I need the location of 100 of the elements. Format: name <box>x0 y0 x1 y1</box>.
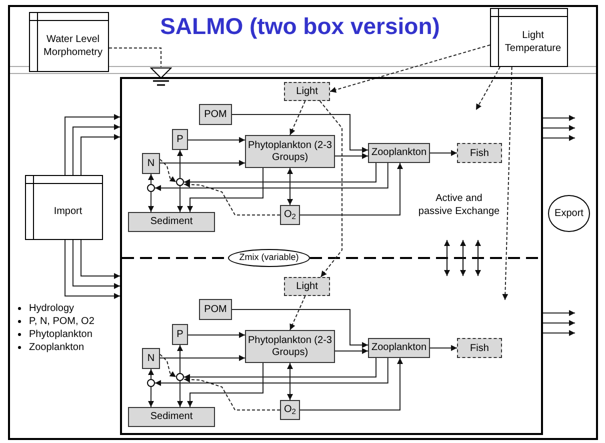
arrow <box>300 162 403 216</box>
arrow <box>154 162 388 191</box>
external-factor-box <box>284 82 330 101</box>
node-label: Zooplankton <box>371 342 427 354</box>
node-label: Zmix (variable) <box>239 251 299 264</box>
arrow <box>542 320 576 326</box>
arrow <box>148 174 154 184</box>
node-label: Light <box>296 85 318 99</box>
node-label: O$_{2}$ <box>284 404 296 416</box>
node-label: Light Temperature <box>504 28 562 54</box>
state-variable-box <box>172 324 188 345</box>
arrow <box>232 114 368 153</box>
arrow <box>177 344 183 374</box>
node-label: POM <box>204 108 227 120</box>
state-variable-box <box>368 338 430 358</box>
bullet-item: Zooplankton <box>29 341 84 354</box>
state-variable-box <box>172 129 188 150</box>
arrow <box>148 192 154 212</box>
arrow <box>148 386 154 408</box>
dashed-arrow <box>330 44 490 93</box>
external-factor-box <box>457 143 502 163</box>
node-label: POM <box>204 304 227 316</box>
arrow <box>300 358 403 410</box>
diagram-title: SALMO (two box version) <box>159 12 441 40</box>
node-label: O$_{2}$ <box>284 209 296 221</box>
module-box <box>29 12 109 72</box>
state-variable-box <box>128 212 215 232</box>
bullet-item: Hydrology <box>29 302 74 315</box>
node-label: Sediment <box>150 216 193 228</box>
node-label: Export <box>554 207 584 221</box>
arrow <box>187 168 264 212</box>
dashed-arrow <box>502 66 512 300</box>
arrow <box>177 186 184 212</box>
arrow <box>542 310 576 316</box>
state-variable-box <box>245 135 335 168</box>
state-variable-box <box>199 299 232 320</box>
external-factor-box <box>457 338 502 358</box>
arrow <box>188 136 246 143</box>
arrow <box>80 240 120 279</box>
arrow <box>184 162 376 185</box>
state-variable-box <box>280 205 300 225</box>
node-label: Fish <box>470 146 489 160</box>
state-variable-box <box>142 153 160 174</box>
arrow <box>542 330 576 336</box>
state-variable-box <box>142 348 160 369</box>
dashed-arrow <box>184 182 280 216</box>
node-label: N <box>147 158 155 170</box>
arrow <box>64 240 120 299</box>
dashed-arrow <box>184 376 280 410</box>
arrow <box>177 150 183 178</box>
arrow <box>177 380 184 408</box>
arrow <box>542 135 576 141</box>
arrow <box>72 240 120 289</box>
node-label: Phytoplankton (2-3 Groups) <box>247 334 333 358</box>
node-label: Phytoplankton (2-3 Groups) <box>247 140 333 164</box>
module-box <box>25 175 103 240</box>
arrow <box>188 332 246 338</box>
exchange-note: Active and passive Exchange <box>418 192 500 218</box>
export-ellipse <box>548 195 590 232</box>
arrow <box>154 358 388 386</box>
dashed-arrow <box>160 354 176 378</box>
dashed-arrow <box>290 100 306 136</box>
node-label: Sediment <box>150 411 193 423</box>
state-variable-box <box>245 330 335 363</box>
dashed-arrow <box>160 158 176 182</box>
bullet-item: P, N, POM, O2 <box>29 315 94 328</box>
double-arrow <box>287 168 293 206</box>
node-label: Import <box>54 205 82 218</box>
arrow <box>160 355 246 362</box>
external-factor-box <box>284 277 330 296</box>
state-variable-box <box>128 407 215 427</box>
bullet-item: Phytoplankton <box>29 328 92 341</box>
node-label: N <box>147 352 155 364</box>
lake-frame <box>120 77 543 435</box>
node-label: P <box>176 328 184 340</box>
node-label: Fish <box>470 342 489 356</box>
arrow <box>542 125 576 131</box>
dashed-arrow <box>319 100 342 278</box>
arrow <box>334 153 368 159</box>
state-variable-box <box>368 143 430 163</box>
node-label: P <box>176 134 184 146</box>
module-box <box>490 8 568 67</box>
water-surface-symbol <box>150 67 172 87</box>
dashed-arrow <box>476 66 500 110</box>
arrow <box>430 150 458 156</box>
double-arrow <box>287 362 293 400</box>
arrow <box>542 115 576 121</box>
arrow <box>334 348 368 354</box>
node-label: Water Level Morphometry <box>42 33 104 59</box>
arrow <box>187 362 264 408</box>
state-variable-box <box>199 104 232 125</box>
arrow <box>184 358 376 380</box>
node-label: Zooplankton <box>371 147 427 159</box>
state-variable-box <box>280 400 300 420</box>
arrow <box>64 114 120 176</box>
arrow <box>232 309 368 348</box>
arrow <box>72 124 120 176</box>
arrow <box>80 134 120 176</box>
arrow <box>430 345 458 351</box>
node-label: Light <box>296 280 318 294</box>
